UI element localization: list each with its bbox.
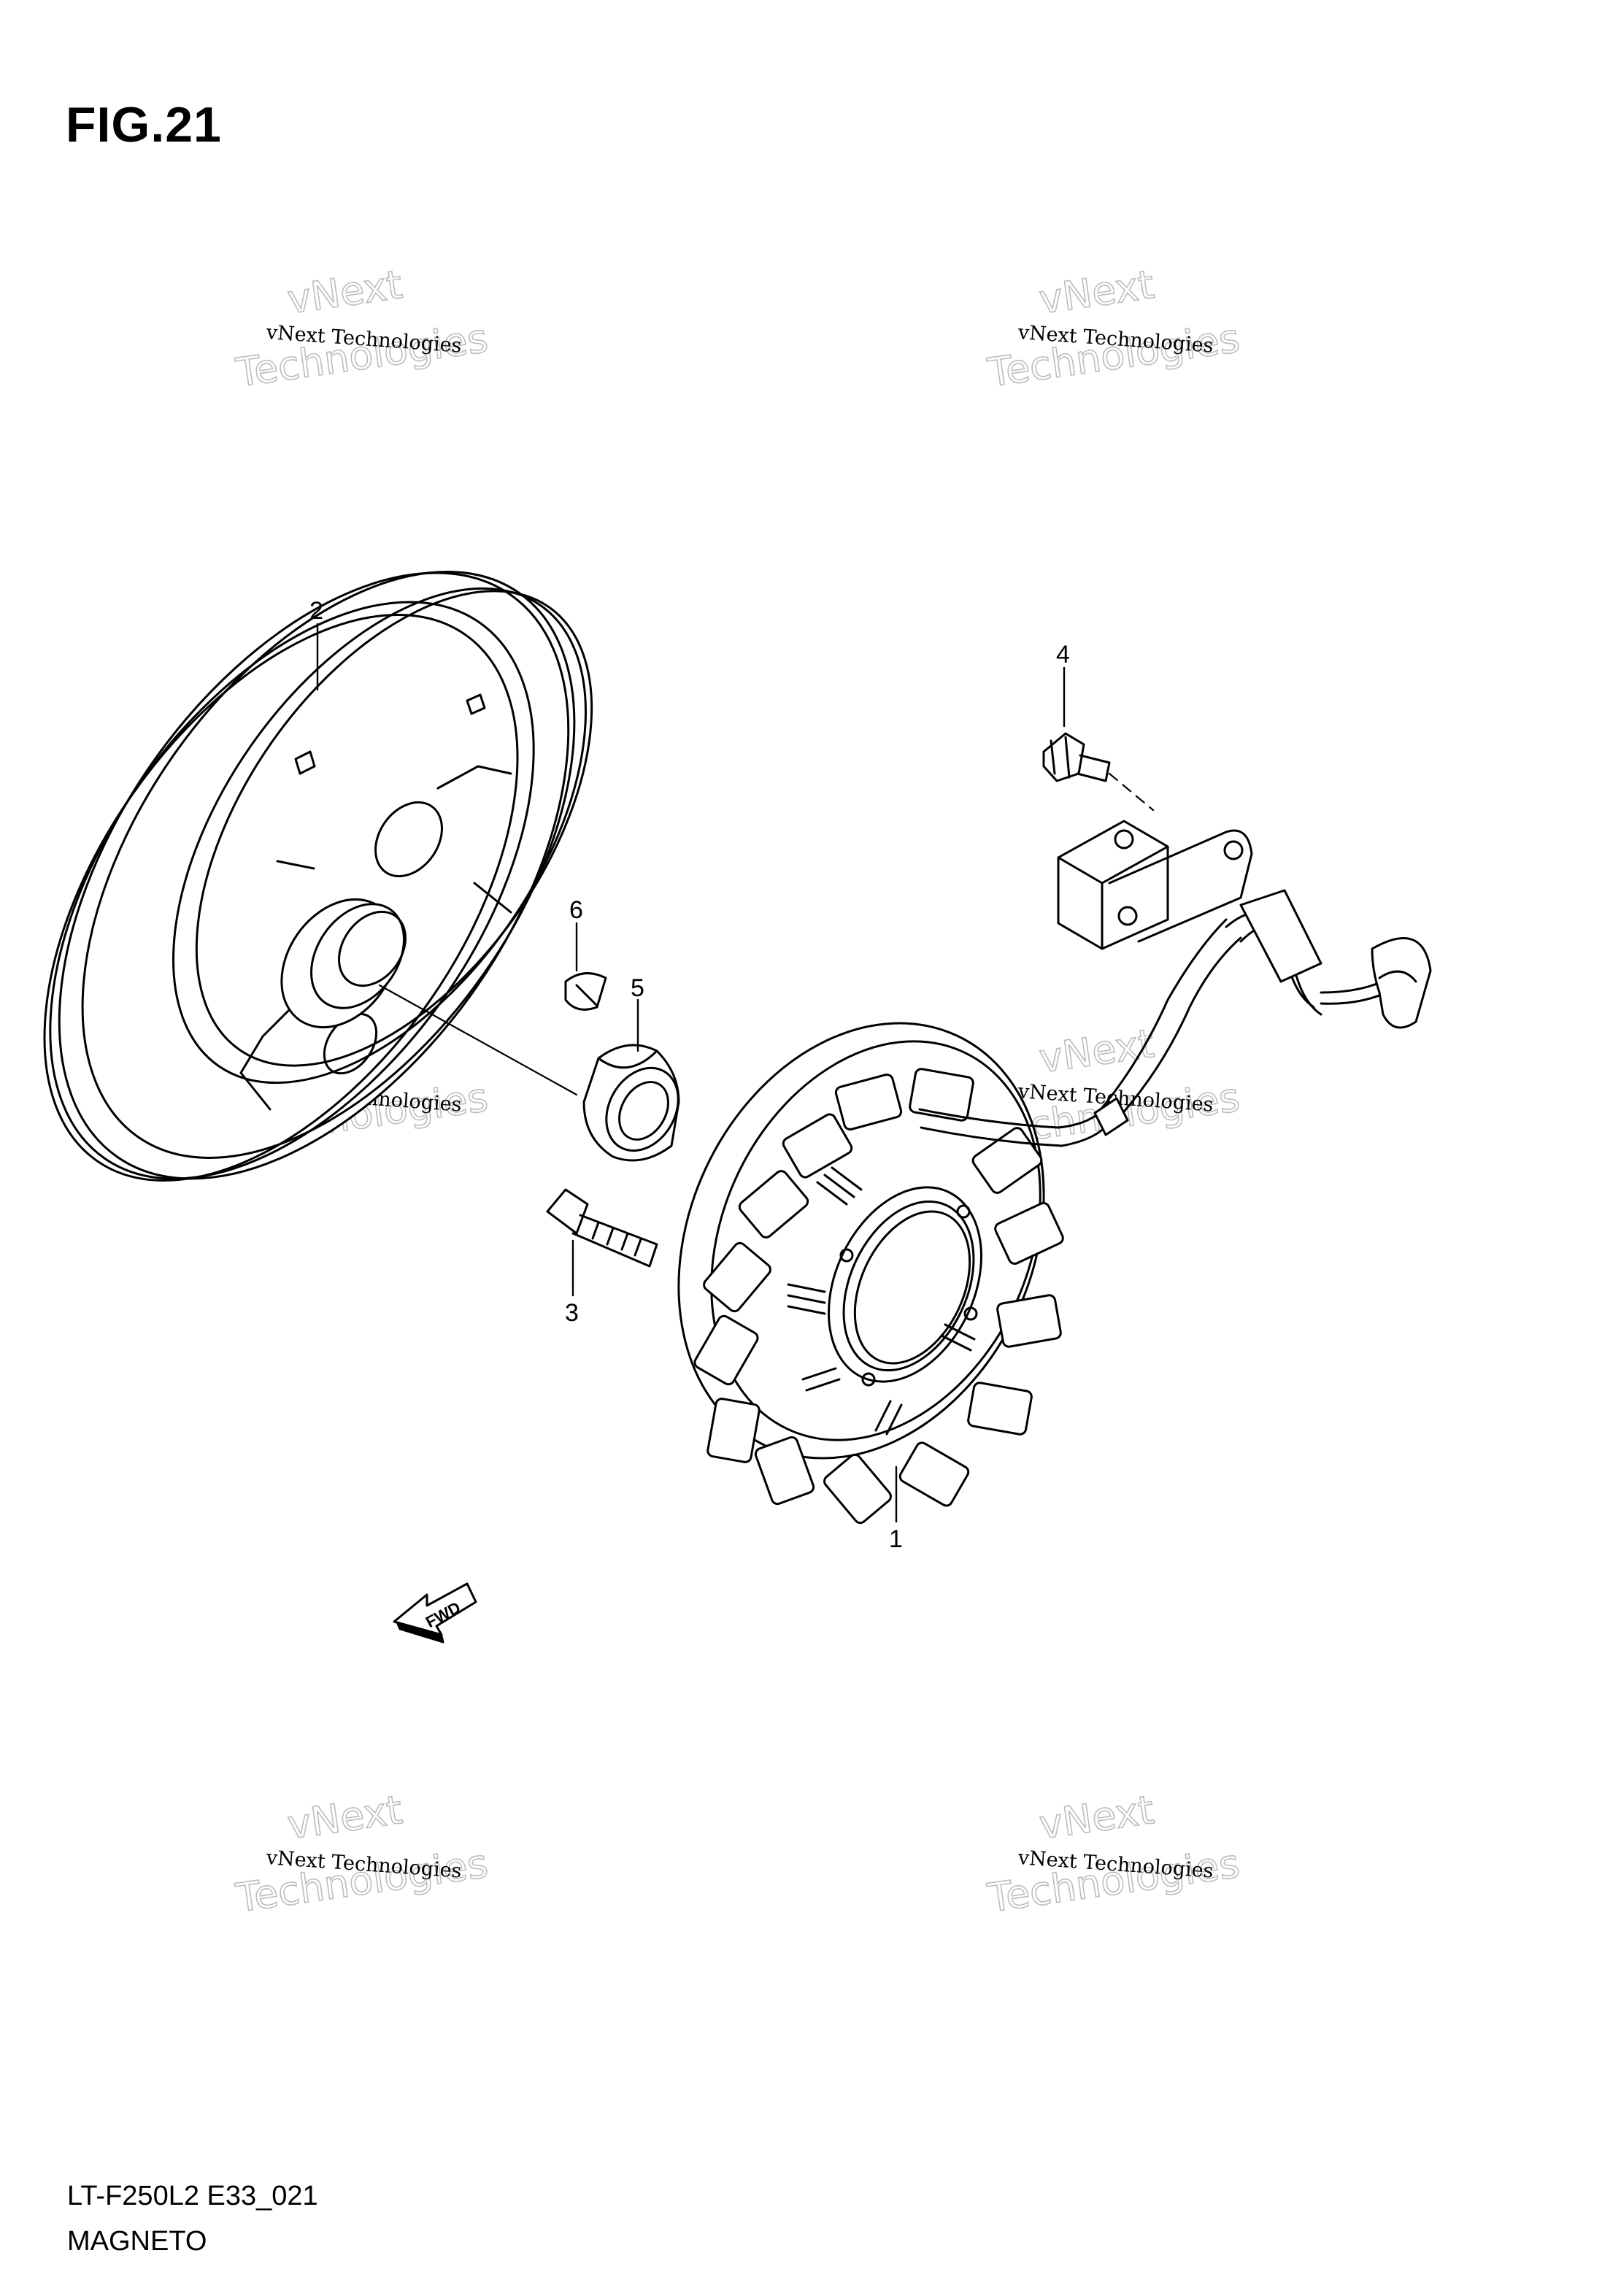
rotor-part-2 [43, 571, 593, 1182]
diagram-name: MAGNETO [67, 2226, 207, 2257]
leader-lines [316, 623, 1066, 1523]
screw-part-4 [1042, 732, 1155, 812]
callout-5: 5 [631, 974, 644, 1002]
pickup-coil-assembly [1057, 820, 1432, 1029]
callout-6: 6 [569, 896, 583, 924]
callout-3: 3 [565, 1299, 579, 1327]
spacer-part-5 [582, 1044, 680, 1162]
callout-2: 2 [309, 597, 323, 625]
diagram-code: LT-F250L2 E33_021 [67, 2181, 318, 2211]
callout-1: 1 [889, 1525, 903, 1553]
bolt-part-3 [546, 1188, 658, 1268]
stator-part-1 [677, 918, 1242, 1525]
key-part-6 [564, 972, 607, 1011]
fwd-arrow-icon: FWD [393, 1582, 477, 1644]
figure-title: FIG.21 [66, 97, 222, 153]
callout-4: 4 [1056, 641, 1070, 669]
